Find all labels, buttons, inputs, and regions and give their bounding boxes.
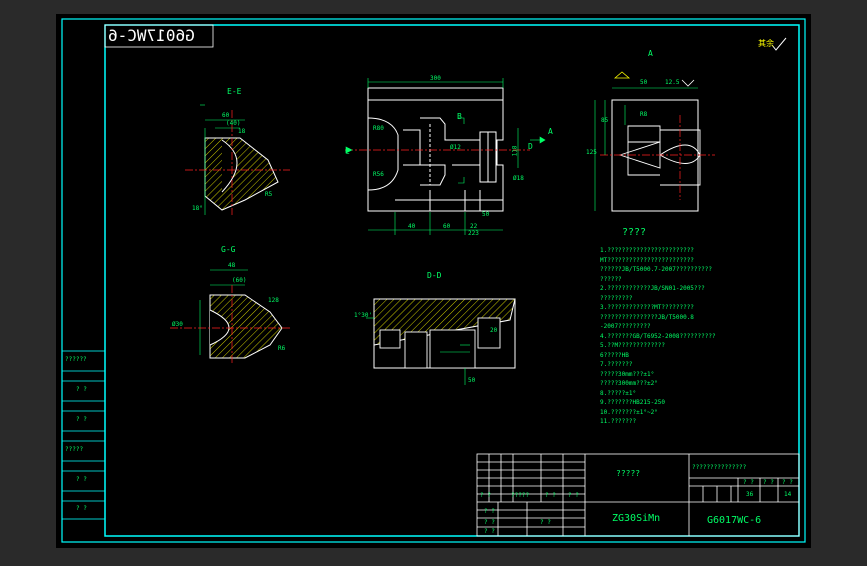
dim-main-c: 50 bbox=[482, 211, 490, 218]
dim-e-w1: 60 bbox=[222, 112, 230, 119]
inner-border bbox=[104, 24, 800, 537]
dim-main-h: 118 bbox=[511, 145, 519, 157]
left-table-cell: ? ? bbox=[76, 386, 87, 393]
tech-note: 5.??M????????????? bbox=[600, 342, 666, 349]
arrow-d-label: D bbox=[528, 142, 533, 151]
tb-header: ? ? bbox=[763, 479, 774, 486]
tb-row: ? ? bbox=[480, 492, 491, 499]
tech-note: MT???????????????????????? bbox=[600, 256, 694, 264]
sheet-number: 36 bbox=[746, 491, 754, 498]
tech-note: ????????????????JB/T5000.8 bbox=[600, 313, 694, 321]
section-d-label: D-D bbox=[427, 271, 442, 280]
tech-note: 9.???????HB215-250 bbox=[600, 399, 666, 406]
left-table-cell: ? ? bbox=[76, 505, 87, 512]
tech-note: 4.???????GB/T6952-2008?????????? bbox=[600, 332, 716, 340]
main-dimensions bbox=[367, 78, 545, 235]
tb-row: ????? bbox=[511, 492, 530, 499]
dim-d-a: 1°30' bbox=[354, 312, 373, 319]
outer-border bbox=[61, 18, 806, 543]
tb-row: ? ? bbox=[484, 519, 495, 526]
tech-note: 7.??????? bbox=[600, 361, 633, 368]
part-name: ????? bbox=[616, 469, 641, 478]
tech-note: ??????JB/T5000.7-2007?????????? bbox=[600, 266, 712, 273]
dim-a-r: R8 bbox=[640, 111, 648, 118]
left-table-cell: ? ? bbox=[76, 476, 87, 483]
section-d-view bbox=[366, 298, 516, 385]
tb-row: ? ? bbox=[484, 528, 495, 535]
tech-notes-title: ???? bbox=[622, 227, 647, 238]
drawing-stamp: G6017WC-6 bbox=[108, 26, 195, 45]
tech-note: 10.???????±1°~2° bbox=[600, 408, 658, 416]
tech-note: ?????30mm???±1° bbox=[600, 370, 655, 378]
tech-note: 11.??????? bbox=[600, 418, 637, 425]
dim-e-w2: (40) bbox=[226, 120, 241, 127]
tech-note: 6?????HB bbox=[600, 351, 629, 359]
tb-header: ? ? bbox=[782, 479, 793, 486]
tech-note: ?????300mm???±2° bbox=[600, 380, 658, 387]
left-table-cell: ? ? bbox=[76, 416, 87, 423]
drawing-number: G6017WC-6 bbox=[707, 515, 762, 526]
roughness-check-icon bbox=[771, 37, 787, 51]
view-a-label: A bbox=[648, 49, 653, 58]
dim-main-r2: R56 bbox=[373, 171, 384, 178]
tech-note: ?????? bbox=[600, 275, 622, 283]
left-table-cell: ?????? bbox=[65, 356, 87, 363]
material: ZG30SiMn bbox=[612, 513, 661, 524]
arrow-a-label: A bbox=[548, 127, 553, 136]
dim-main-b3: 22 bbox=[470, 223, 478, 230]
dim-main-b1: 40 bbox=[408, 223, 416, 230]
section-e-label: E-E bbox=[227, 87, 242, 96]
dim-e-w3: 18 bbox=[238, 128, 246, 135]
dim-main-r: R80 bbox=[373, 125, 384, 132]
scale-value: 14 bbox=[784, 491, 792, 498]
tech-note: 8.?????±1° bbox=[600, 389, 637, 397]
dim-a-12: 12.5 bbox=[665, 79, 680, 86]
tb-header: ? ? bbox=[743, 479, 754, 486]
arrow-b-label: B bbox=[457, 112, 462, 121]
left-table-cell: ????? bbox=[65, 446, 84, 453]
dim-g-w2: (60) bbox=[232, 277, 247, 284]
dim-main-width: 300 bbox=[430, 75, 441, 82]
tech-note: ????????? bbox=[600, 294, 633, 302]
tb-row: ? ? bbox=[484, 508, 495, 515]
dim-a-w: 50 bbox=[640, 79, 648, 86]
dim-g-w1: 48 bbox=[228, 262, 236, 269]
dim-a-h1: 125 bbox=[586, 149, 597, 156]
tech-note: 2.????????????JB/SN01-2005??? bbox=[600, 285, 705, 292]
dim-a-h2: 85 bbox=[601, 117, 609, 124]
tech-note: -2007????????? bbox=[600, 323, 651, 330]
tb-row: ? ? bbox=[540, 519, 551, 526]
sheet-background bbox=[56, 14, 811, 548]
tb-row: ? ? bbox=[545, 492, 556, 499]
dim-d-w: 20 bbox=[490, 327, 498, 334]
dim-d-h: 50 bbox=[468, 377, 476, 384]
dim-main-b2: 60 bbox=[443, 223, 451, 230]
dim-main-tol: Ø18 bbox=[513, 175, 524, 182]
dim-main-b4: 223 bbox=[468, 230, 479, 237]
roughness-note: 其余 bbox=[758, 39, 774, 48]
section-g-view bbox=[170, 269, 290, 365]
dim-g-d: Ø30 bbox=[172, 321, 183, 328]
tech-note: 3.?????????????MT????????? bbox=[600, 304, 694, 311]
main-view bbox=[367, 87, 504, 212]
stamp-box bbox=[104, 24, 214, 48]
dim-e-a: 18° bbox=[192, 205, 203, 212]
arrow-c-label: C bbox=[345, 147, 350, 156]
tech-notes: 1.???????????????????????? MT???????????… bbox=[600, 248, 716, 429]
dim-g-r: R6 bbox=[278, 345, 286, 352]
view-a bbox=[594, 71, 715, 212]
dim-e-r: R5 bbox=[265, 191, 273, 198]
title-block bbox=[476, 453, 800, 537]
section-arrows bbox=[345, 136, 546, 154]
dim-main-sc: Ø12 bbox=[450, 144, 461, 151]
dim-g-a: 128 bbox=[268, 297, 279, 304]
section-e-view bbox=[185, 104, 290, 215]
tech-note: 1.???????????????????????? bbox=[600, 247, 694, 254]
left-table bbox=[61, 350, 106, 520]
company-name: ??????????????? bbox=[692, 464, 747, 471]
section-g-label: G-G bbox=[221, 245, 236, 254]
tb-row: ? ? bbox=[568, 492, 579, 499]
